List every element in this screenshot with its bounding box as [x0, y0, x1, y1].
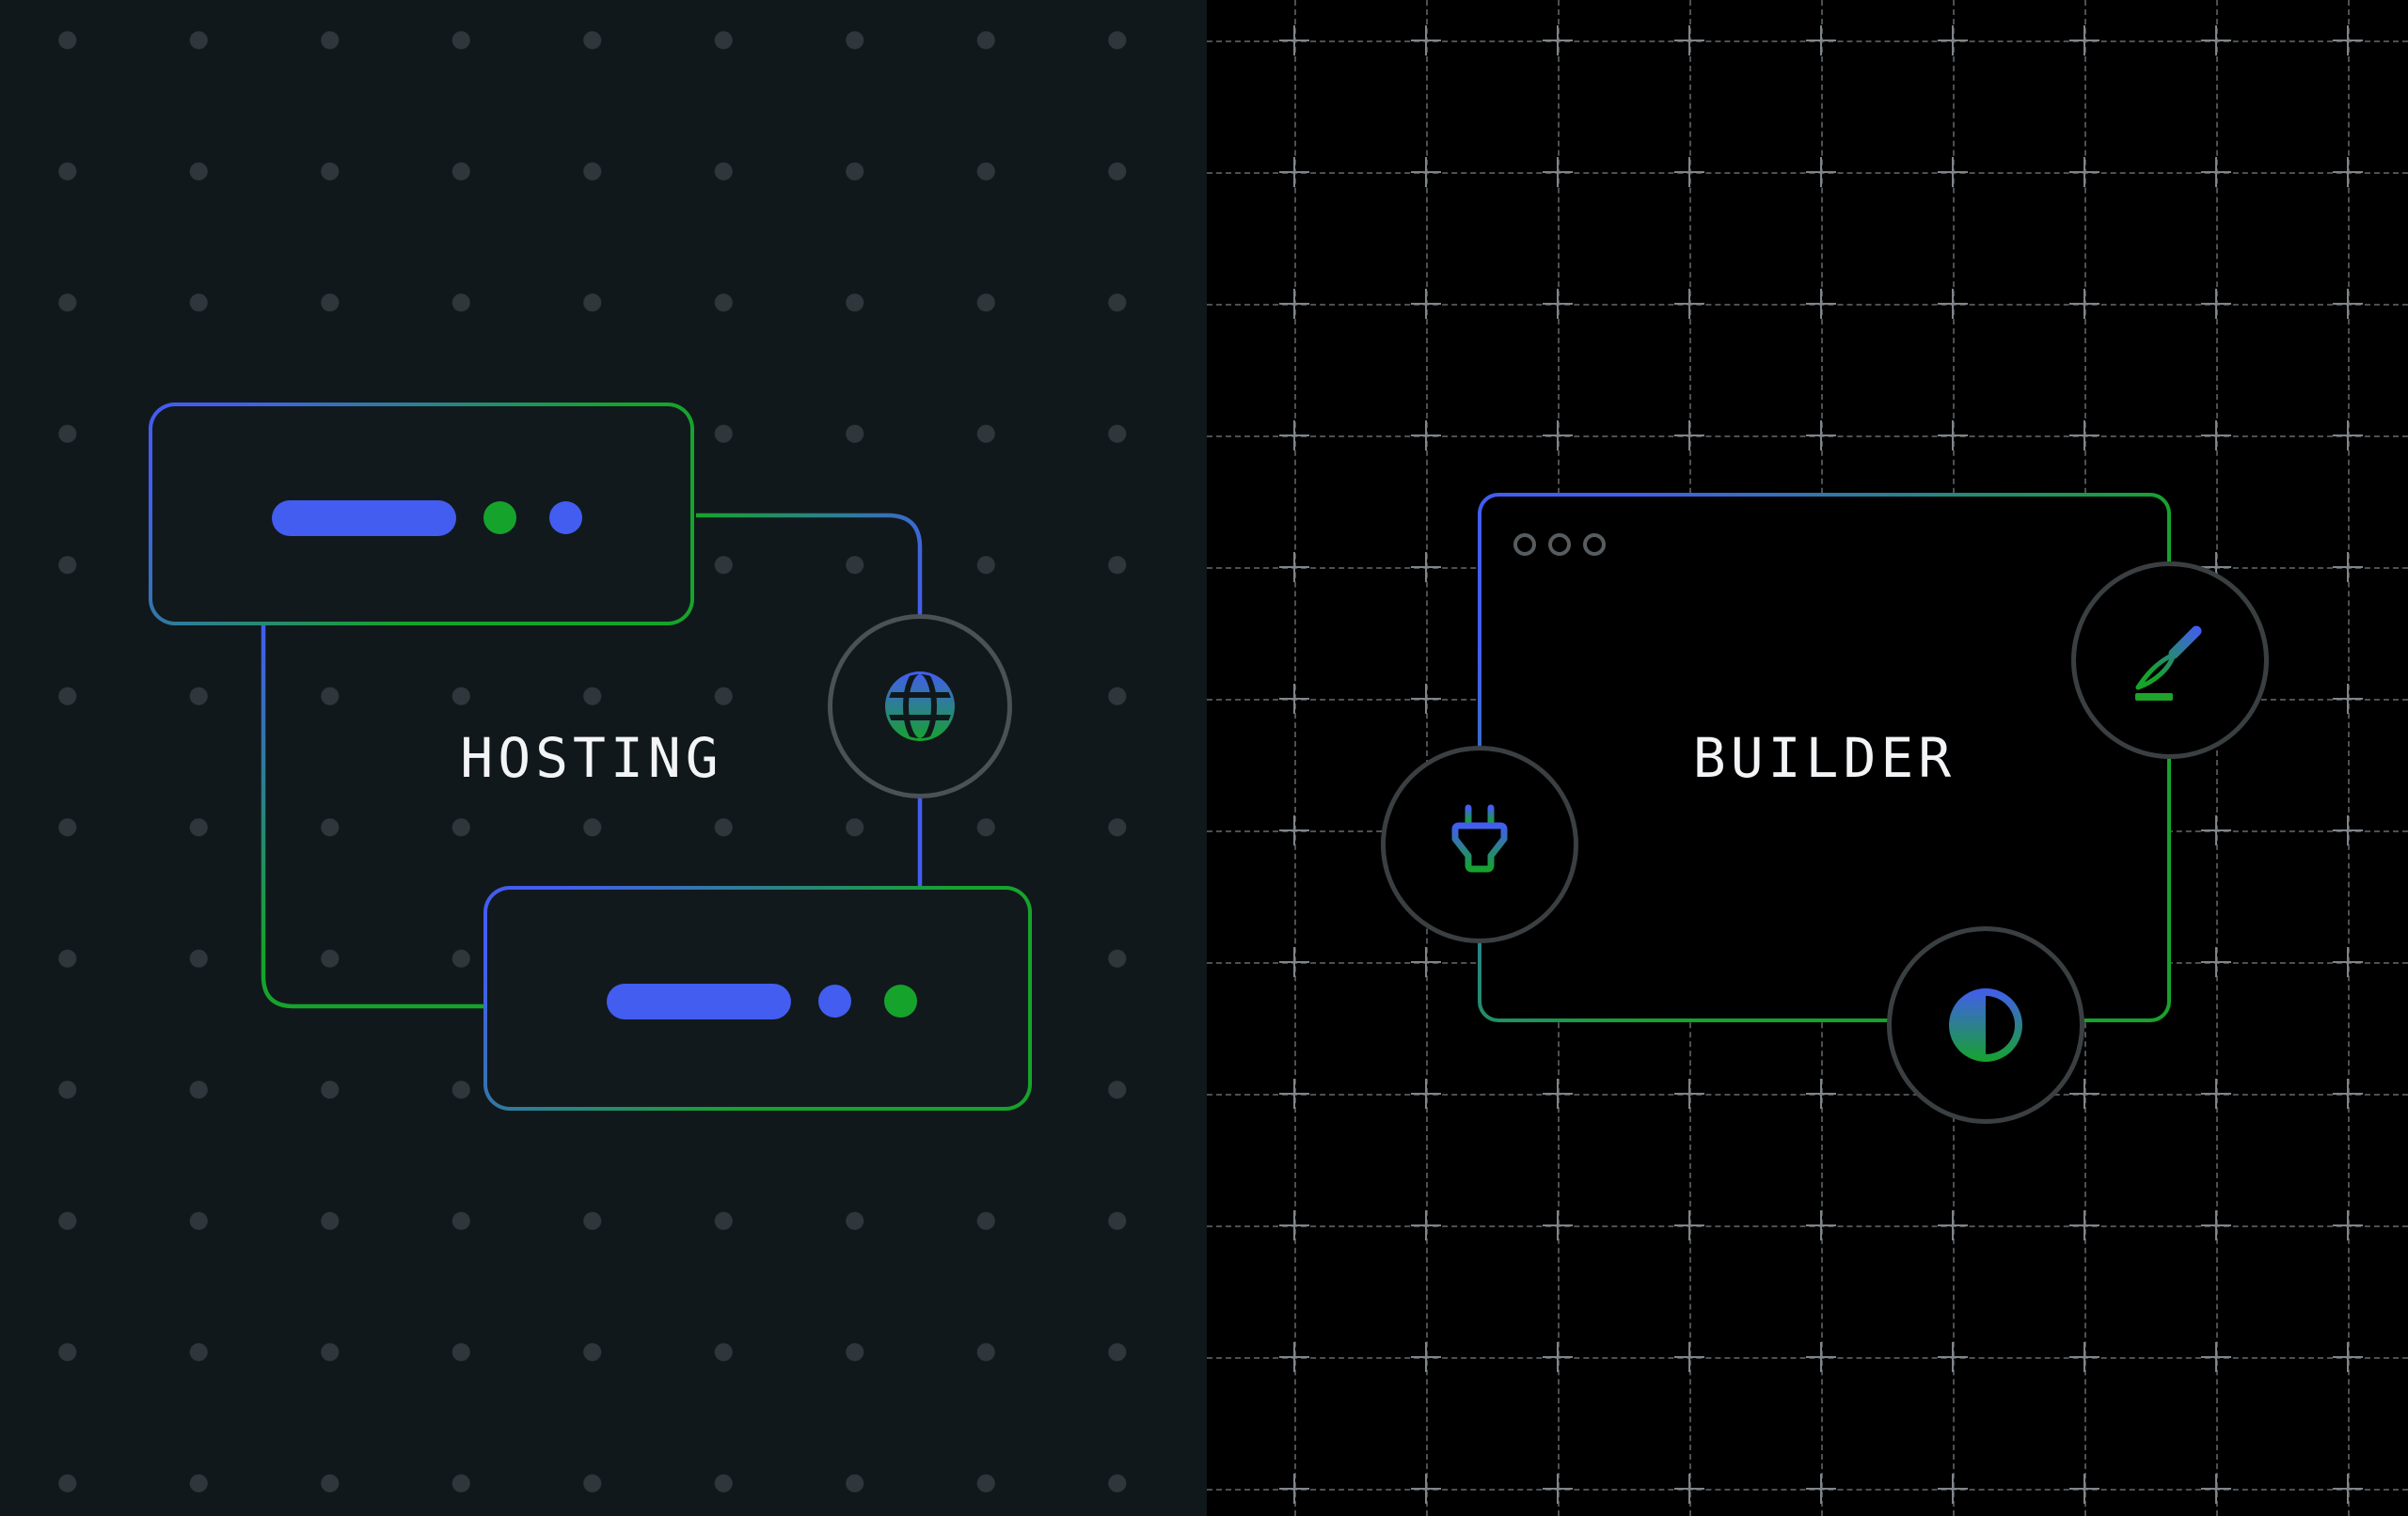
- hosting-label: HOSTING: [460, 726, 723, 790]
- paint-brush-icon: [2135, 625, 2202, 701]
- server-bar: [272, 500, 456, 536]
- status-dot-blue: [818, 985, 851, 1018]
- contrast-badge: [1887, 926, 2084, 1124]
- builder-panel: BUILDER: [1207, 0, 2408, 1516]
- server-bar: [607, 984, 791, 1019]
- browser-window: BUILDER: [1478, 493, 2171, 1022]
- contrast-icon: [1949, 988, 2022, 1062]
- plug-badge: [1381, 746, 1578, 943]
- builder-label: BUILDER: [1692, 725, 1956, 790]
- globe-badge: [828, 614, 1012, 798]
- window-controls: [1513, 533, 1606, 556]
- connector-lines: [261, 513, 923, 1009]
- window-control-circle: [1513, 533, 1536, 556]
- status-dot-green: [483, 501, 516, 534]
- plug-icon: [1451, 804, 1508, 873]
- server-card-bottom: [483, 886, 1032, 1111]
- hosting-panel: HOSTING: [0, 0, 1207, 1516]
- window-control-circle: [1583, 533, 1606, 556]
- status-dot-green: [884, 985, 917, 1018]
- server-card-top: [149, 403, 694, 625]
- paint-brush-badge: [2071, 561, 2269, 759]
- window-control-circle: [1548, 533, 1571, 556]
- status-dot-blue: [549, 501, 582, 534]
- globe-icon: [885, 671, 955, 741]
